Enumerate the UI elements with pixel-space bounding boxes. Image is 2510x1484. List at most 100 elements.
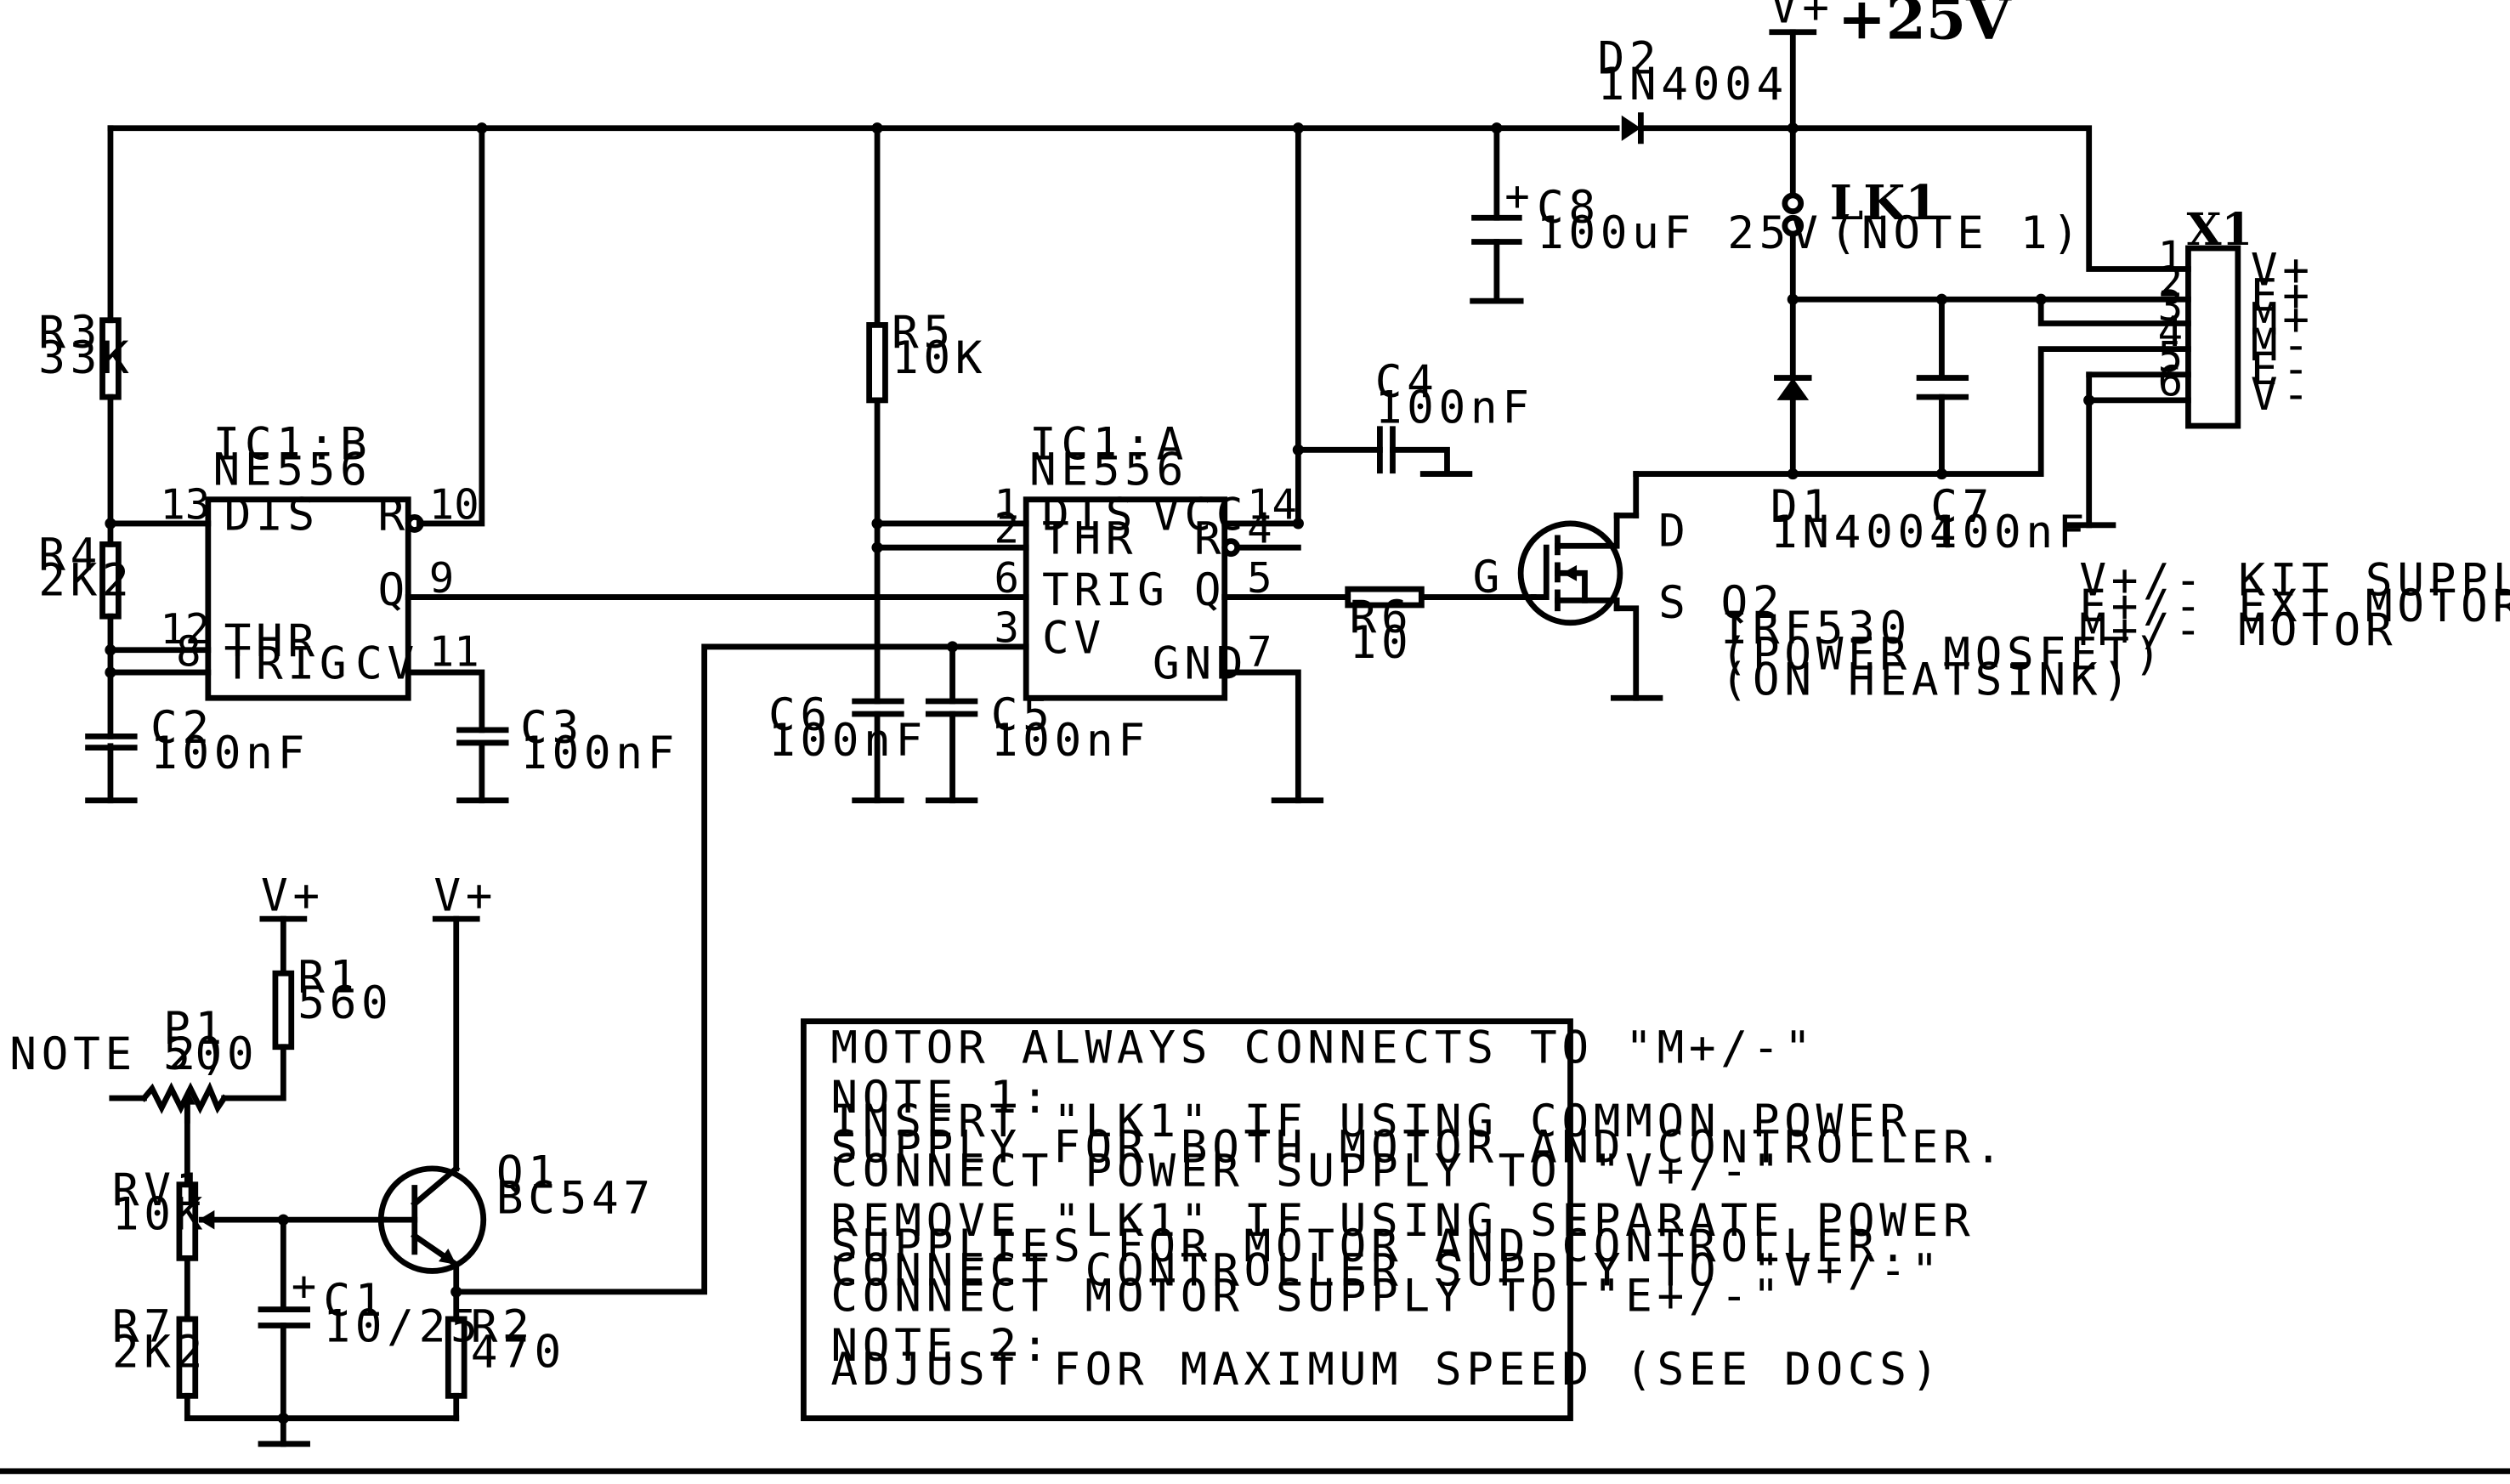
svg-text:V+/- KIT SUPPLY: V+/- KIT SUPPLY — [2079, 555, 2510, 607]
svg-text:C7: C7 — [1930, 481, 1994, 533]
svg-text:R2: R2 — [471, 1300, 535, 1352]
x1-ref: X1 — [2187, 203, 2253, 256]
notes-box: MOTOR ALWAYS CONNECTS TO "M+/-" NOTE 1: … — [801, 1018, 2002, 1422]
svg-text:C3: C3 — [520, 702, 584, 754]
svg-text:3: 3 — [994, 603, 1019, 652]
resistor-r5: R5 10K — [866, 307, 983, 404]
notes-line: REMOVE "LK1" IF USING SEPARATE POWER — [830, 1195, 1975, 1247]
svg-text:R5: R5 — [892, 307, 955, 359]
svg-text:R1: R1 — [297, 952, 361, 1004]
supply-symbols: V+ +25V V+ V+ — [259, 0, 2012, 922]
notes-line: CONNECT CONTROLLER SUPPLY TO "V+/-" — [830, 1244, 1943, 1296]
svg-text:100nF: 100nF — [150, 728, 309, 779]
svg-text:100nF: 100nF — [1375, 382, 1534, 433]
capacitor-c5: C5 100nF — [925, 689, 1145, 767]
svg-text:2K2: 2K2 — [112, 1326, 207, 1378]
svg-text:M-: M- — [2251, 320, 2315, 371]
svg-text:4: 4 — [1247, 505, 1272, 553]
ground-symbols — [85, 297, 2116, 1447]
svg-text:THR: THR — [1042, 513, 1137, 565]
svg-text:C6: C6 — [768, 689, 832, 741]
svg-text:8: 8 — [176, 628, 201, 677]
svg-text:M+: M+ — [2251, 294, 2315, 346]
resistor-r1: R1 560 — [272, 952, 388, 1051]
connector-x1: X1 1 2 3 4 5 6 V+ E+ M+ M- E- V- — [2158, 203, 2315, 429]
svg-text:4: 4 — [2158, 308, 2183, 356]
svg-text:100nF: 100nF — [1930, 507, 2089, 558]
svg-text:3: 3 — [2158, 282, 2183, 331]
c8-ref: C8 — [1537, 182, 1601, 234]
resistor-r6: R6 10 — [1345, 586, 1425, 669]
svg-text:6: 6 — [2158, 357, 2183, 405]
svg-text:R: R — [377, 489, 409, 541]
svg-text:D1: D1 — [1771, 481, 1834, 533]
svg-text:10: 10 — [429, 480, 479, 529]
diode-d2: D2 1N4004 — [1598, 33, 1788, 144]
junction-dots — [105, 122, 2095, 1425]
ic1a-ne556: IC1:A NE556 DIS THR TRIG CV VCC R Q GND … — [994, 419, 1297, 701]
supply-25v-label: +25V — [1838, 0, 2012, 52]
svg-text:470: 470 — [471, 1326, 566, 1378]
notes-line: CONNECT POWER SUPPLY TO "V+/-" — [830, 1146, 1784, 1198]
transistor-q1: Q1 BC547 — [377, 1147, 655, 1274]
capacitor-c4: C4 100nF — [1375, 356, 1534, 474]
link-lk1: LK1 (NOTE 1) — [1782, 175, 2079, 259]
svg-text:2: 2 — [2158, 258, 2183, 307]
svg-text:+: + — [292, 1261, 316, 1310]
svg-text:TRIG: TRIG — [1042, 564, 1170, 616]
svg-text:NOTE 2): NOTE 2) — [9, 1028, 232, 1080]
supply-legend: V+/- KIT SUPPLY E+/- EXT MOTOR SUPPLY M+… — [2079, 555, 2510, 656]
svg-text:DIS: DIS — [1042, 489, 1137, 541]
svg-text:100nF: 100nF — [520, 728, 679, 779]
capacitor-c6: C6 100nF — [768, 689, 922, 767]
svg-text:1: 1 — [2158, 232, 2183, 280]
capacitor-c7: C7 100nF — [1916, 375, 2089, 558]
svg-text:VCC: VCC — [1153, 489, 1248, 541]
svg-text:TRIG: TRIG — [224, 638, 352, 690]
svg-text:R4: R4 — [38, 530, 102, 581]
svg-text:D: D — [1658, 505, 1690, 557]
svg-text:BC547: BC547 — [496, 1173, 655, 1225]
svg-text:GND: GND — [1153, 638, 1248, 690]
wires — [107, 29, 2191, 1447]
capacitor-c1: + C1 10/25 — [258, 1261, 482, 1352]
svg-text:1: 1 — [994, 480, 1019, 529]
svg-text:2K2: 2K2 — [38, 555, 133, 607]
svg-text:IC1:A: IC1:A — [1029, 419, 1188, 471]
d2-value: 1N4004 — [1598, 59, 1788, 110]
svg-text:10: 10 — [1350, 617, 1414, 669]
svg-text:RV1: RV1 — [112, 1164, 207, 1216]
notes-line: SUPPLIES FOR MOTOR AND CONTROLLER. — [830, 1221, 1911, 1272]
svg-text:Q2: Q2 — [1721, 577, 1785, 629]
notes-line: NOTE 2: — [830, 1320, 1053, 1372]
vplus-label: V+ — [1771, 0, 1834, 33]
svg-text:Q: Q — [1194, 564, 1226, 616]
svg-text:(POWER MOSFET): (POWER MOSFET) — [1721, 628, 2166, 680]
svg-text:(ON HEATSINK): (ON HEATSINK) — [1721, 654, 2134, 705]
notes-line: MOTOR ALWAYS CONNECTS TO "M+/-" — [830, 1022, 1816, 1074]
vplus-label: V+ — [261, 870, 325, 922]
svg-text:2: 2 — [994, 505, 1019, 553]
svg-text:7: 7 — [1247, 628, 1272, 677]
svg-text:5: 5 — [1247, 554, 1272, 603]
notes-line: INSERT "LK1" IF USING COMMON POWER — [830, 1096, 1911, 1147]
notes-line: ADJUST FOR MAXIMUM SPEED (SEE DOCS) — [830, 1344, 1943, 1396]
lk1-ref: LK1 — [1830, 175, 1939, 231]
svg-text:E+/- EXT MOTOR SUPPLY: E+/- EXT MOTOR SUPPLY — [2079, 581, 2510, 632]
notes-line: CONNECT MOTOR SUPPLY TO "E+/-" — [830, 1271, 1784, 1323]
vplus-label: V+ — [433, 870, 497, 922]
potentiometer-rv1: RV1 10K — [112, 1164, 215, 1261]
svg-text:R6: R6 — [1350, 592, 1414, 643]
svg-text:Q1: Q1 — [496, 1147, 560, 1198]
svg-text:R3: R3 — [38, 307, 102, 359]
svg-text:V-: V- — [2251, 369, 2315, 421]
svg-text:12: 12 — [160, 605, 210, 654]
svg-text:11: 11 — [429, 628, 479, 677]
svg-text:10/25: 10/25 — [323, 1300, 482, 1352]
capacitor-c8: + C8 100uF 25V — [1471, 172, 1818, 259]
svg-text:13: 13 — [160, 480, 210, 529]
diode-d1: D1 1N4004 — [1771, 375, 1961, 558]
svg-text:1N4004: 1N4004 — [1771, 507, 1961, 558]
svg-text:IC1:B: IC1:B — [212, 419, 371, 471]
